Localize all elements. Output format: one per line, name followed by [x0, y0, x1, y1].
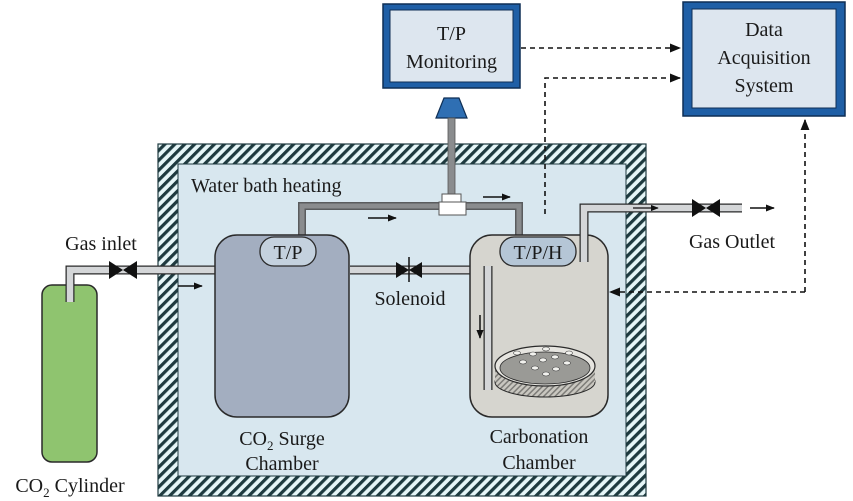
gas-outlet-label: Gas Outlet: [689, 231, 776, 253]
gas-inlet-pipe: [65, 265, 215, 302]
sample-holes: [513, 346, 573, 377]
tee-fitting: [438, 193, 467, 216]
tp-monitoring-label-line1: T/P: [437, 23, 466, 45]
surge-chamber-label-line1: CO2 Surge: [239, 428, 325, 453]
cylinder-label-suffix: Cylinder: [50, 475, 125, 497]
monitoring-probe-pipe: [447, 117, 456, 199]
cylinder-label-prefix: CO: [15, 475, 43, 497]
carbonation-chamber-label-line1: Carbonation: [490, 426, 589, 448]
tp-monitoring-box: T/P Monitoring: [382, 3, 521, 89]
solenoid-valve-icon: [396, 257, 422, 282]
gas-outlet-pipe: [579, 203, 742, 262]
surge-chamber-label-line2: Chamber: [245, 453, 319, 475]
monitor-stand-icon: [435, 97, 468, 119]
cylinder-label-subscript: 2: [43, 485, 50, 500]
daq-label-line3: System: [735, 75, 794, 97]
pressure-line-pipe: [298, 202, 523, 236]
carbonation-chamber-label-line2: Chamber: [502, 452, 576, 474]
daq-label-line2: Acquisition: [717, 47, 810, 69]
tp-monitoring-label-line2: Monitoring: [406, 51, 497, 73]
data-acquisition-box: Data Acquisition System: [682, 1, 846, 117]
daq-label-line1: Data: [745, 19, 783, 41]
surge-tp-sensor: [259, 236, 317, 267]
co2-cylinder-label: CO2 Cylinder: [15, 475, 125, 500]
sample-dish: [494, 345, 596, 398]
gas-outlet-valve-icon: [692, 199, 720, 217]
surge-label-prefix: CO: [239, 428, 267, 450]
co2-cylinder: [41, 284, 98, 463]
gas-inlet-valve-icon: [109, 261, 137, 279]
carbonation-tph-sensor-label: T/P/H: [514, 242, 563, 264]
water-bath-label: Water bath heating: [191, 175, 342, 197]
signal-lines: [521, 43, 810, 297]
surge-label-suffix: Surge: [273, 428, 324, 450]
surge-chamber: [214, 234, 350, 418]
gas-inlet-label: Gas inlet: [65, 233, 137, 255]
surge-label-subscript: 2: [267, 438, 274, 453]
signal-carbonation-to-daq: [544, 73, 682, 214]
surge-tp-sensor-label: T/P: [274, 242, 303, 264]
carbonation-tph-sensor: [499, 236, 577, 267]
solenoid-label: Solenoid: [374, 288, 445, 310]
